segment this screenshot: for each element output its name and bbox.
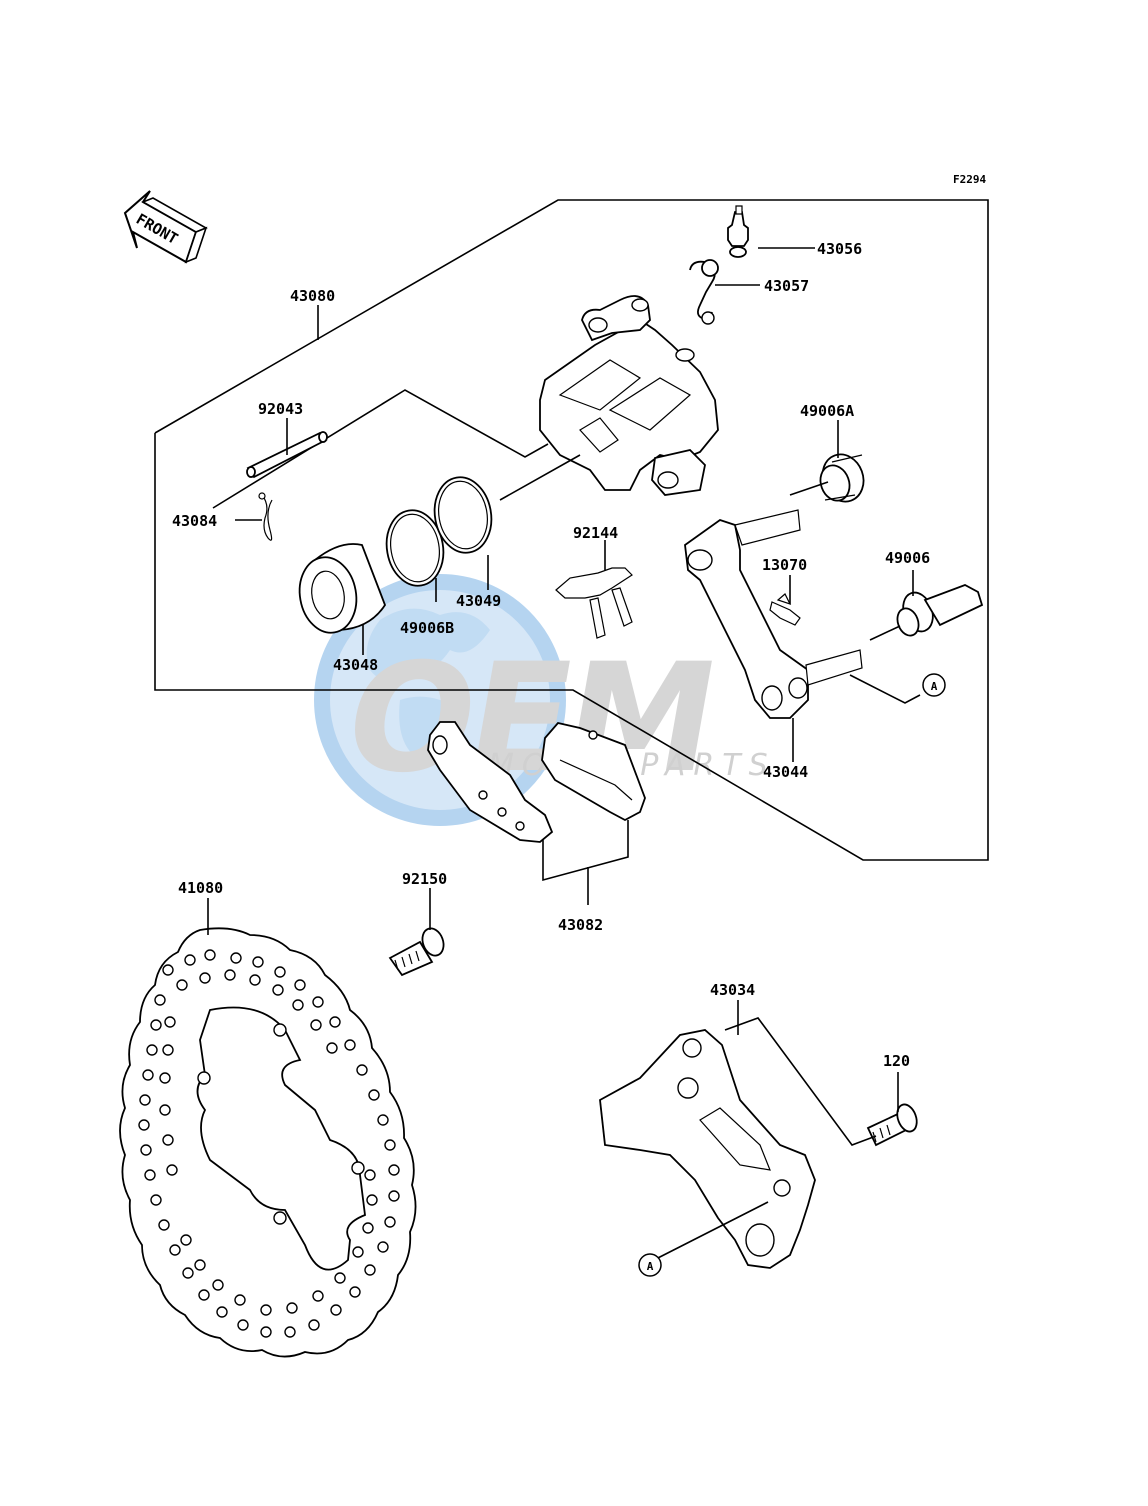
- label-43056: 43056: [817, 240, 862, 258]
- svg-text:A: A: [931, 680, 938, 693]
- reference-marker-a-lower: A: [638, 1253, 662, 1277]
- label-43080: 43080: [290, 287, 335, 305]
- label-49006A: 49006A: [800, 402, 854, 420]
- seal-49006B: [385, 509, 445, 587]
- seal-43049: [433, 476, 493, 554]
- bushing-49006: [896, 584, 984, 637]
- bleeder-valve: [727, 205, 749, 258]
- label-43044: 43044: [763, 763, 808, 781]
- label-43034: 43034: [710, 981, 755, 999]
- label-49006: 49006: [885, 549, 930, 567]
- watermark-continent-2: [399, 696, 460, 760]
- front-arrow: FRONT: [123, 190, 208, 264]
- label-43049: 43049: [456, 592, 501, 610]
- svg-text:A: A: [647, 1260, 654, 1273]
- label-43082: 43082: [558, 916, 603, 934]
- assembly-frame-43080: [154, 199, 989, 861]
- piston-43048: [298, 543, 387, 634]
- caliper-body: [539, 295, 719, 496]
- clip-13070: [769, 593, 801, 626]
- disc-holes: [138, 949, 400, 1338]
- bleeder-cap: [689, 259, 719, 325]
- label-43084: 43084: [172, 512, 217, 530]
- figure-code: F2294: [953, 173, 986, 186]
- caliper-bracket-43034: [599, 1029, 816, 1269]
- watermark: OEM MOTORPARTS: [314, 574, 768, 826]
- label-49006B: 49006B: [400, 619, 454, 637]
- reference-marker-a-upper: A: [922, 673, 946, 697]
- bolt-120: [866, 1103, 918, 1147]
- brake-disc-41080: [119, 927, 417, 1358]
- watermark-continent: [366, 608, 490, 679]
- disc-bolt-92150: [388, 927, 445, 977]
- pad-spring-92144: [555, 567, 633, 639]
- clip-43084: [258, 492, 273, 541]
- label-13070: 13070: [762, 556, 807, 574]
- bushing-49006A: [819, 453, 865, 503]
- part-labels: 43056 43057 43080 92043 49006A 43084 921…: [172, 240, 930, 1070]
- brake-pad-front: [427, 721, 554, 843]
- label-92043: 92043: [258, 400, 303, 418]
- label-43048: 43048: [333, 656, 378, 674]
- brake-pad-rear: [541, 722, 646, 822]
- torque-bracket-43044: [684, 509, 863, 719]
- label-92150: 92150: [402, 870, 447, 888]
- watermark-brand: OEM: [333, 631, 725, 806]
- label-43057: 43057: [764, 277, 809, 295]
- label-120: 120: [883, 1052, 910, 1070]
- label-41080: 41080: [178, 879, 223, 897]
- leader-lines: [207, 247, 921, 1263]
- label-92144: 92144: [573, 524, 618, 542]
